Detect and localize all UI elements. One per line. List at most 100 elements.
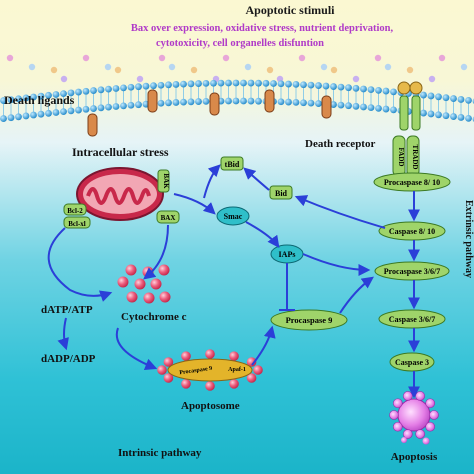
lipid-head: [172, 81, 180, 88]
intracellular-stress-label: Intracellular stress: [72, 145, 169, 159]
lipid-head: [157, 99, 165, 107]
lipid-head: [232, 97, 240, 105]
lipid-head: [195, 98, 202, 105]
lipid-head: [97, 86, 105, 94]
bclxl-protein: Bcl-xl: [63, 216, 91, 229]
lipid-head: [37, 92, 45, 100]
svg-text:Caspase 8/ 10: Caspase 8/ 10: [389, 227, 435, 236]
intrinsic-pathway-label: Intrinsic pathway: [118, 447, 202, 459]
lipid-head: [172, 99, 180, 106]
ligand-dot: [222, 54, 230, 62]
apoptotic-cell: [389, 391, 439, 445]
lipid-head: [457, 96, 465, 103]
lipid-head: [142, 82, 150, 90]
lipid-head: [180, 80, 187, 88]
ligand-dot: [374, 54, 382, 62]
lipid-head: [90, 105, 97, 112]
apoptosome-ball: [157, 365, 167, 375]
apoptosome-ball: [246, 373, 257, 383]
ligand-dot: [244, 63, 252, 71]
fadd-label: FADD: [397, 148, 405, 167]
apoptotic-bleb: [425, 398, 435, 409]
lipid-head: [75, 106, 82, 114]
svg-text:Bcl-2: Bcl-2: [67, 207, 83, 215]
lipid-head: [37, 110, 45, 118]
ligand-dot: [28, 63, 36, 71]
lipid-head: [75, 88, 82, 96]
lipid-head: [240, 97, 247, 105]
lipid-head: [442, 94, 450, 102]
ligand-dot: [352, 75, 360, 83]
lipid-head: [300, 99, 307, 107]
lipid-head: [187, 98, 195, 106]
apoptosome-ball: [181, 379, 191, 389]
apoptosome-ball: [205, 349, 215, 359]
lipid-head: [390, 106, 397, 114]
lipid-head: [52, 91, 60, 98]
lipid-head: [247, 79, 255, 87]
lipid-head: [15, 113, 22, 121]
lipid-head: [240, 79, 247, 87]
lipid-head: [165, 99, 172, 107]
lipid-head: [67, 89, 75, 97]
caspase3-node: Caspase 3: [389, 352, 435, 372]
lipid-head: [352, 102, 360, 110]
lipid-head: [352, 84, 360, 92]
procaspase810-node: Procaspase 8/ 10: [373, 172, 451, 192]
cytochrome-c-ball: [143, 292, 155, 304]
apoptotic-bleb: [415, 391, 425, 401]
stimuli-list-line2: cytotoxicity, cell organelles disfuntion: [156, 38, 324, 49]
bax-protein: BAX: [156, 210, 180, 224]
pathway-arrows: [47, 164, 420, 399]
lipid-head: [307, 99, 315, 107]
apoptosome-ball: [163, 373, 174, 383]
lipid-head: [277, 80, 285, 88]
lipid-head: [90, 87, 97, 94]
lipid-head: [315, 100, 322, 107]
lipid-head: [22, 112, 30, 120]
lipid-head: [180, 98, 187, 106]
ligand-dot: [168, 63, 176, 71]
procaspase367-node: Procaspase 3/6/7: [374, 261, 450, 281]
lipid-head: [105, 103, 112, 111]
lipid-head: [300, 81, 307, 89]
lipid-head: [367, 104, 375, 112]
lipid-head: [60, 90, 67, 98]
ligand-dot: [136, 75, 144, 83]
cytochrome-c-ball: [150, 278, 162, 290]
iaps-node: IAPs: [270, 244, 304, 264]
lipid-head: [247, 97, 255, 105]
svg-text:tBid: tBid: [225, 160, 240, 169]
apoptotic-body: [401, 437, 407, 443]
lipid-head: [82, 87, 90, 95]
lipid-head: [187, 80, 195, 88]
cytochrome-c-label: Cytochrome c: [121, 311, 187, 323]
apoptotic-stimuli-title: Apoptotic stimuli: [245, 3, 335, 17]
lipid-head: [382, 105, 390, 113]
lipid-head: [195, 80, 202, 87]
cell-membrane: [0, 79, 474, 122]
bid-node: Bid: [269, 185, 293, 200]
apoptotic-bleb: [403, 391, 413, 401]
tradd-label: TRADD: [411, 145, 419, 170]
ligand-dot: [320, 63, 328, 71]
apoptotic-bleb: [389, 410, 399, 420]
tbid-node: tBid: [220, 156, 244, 171]
lipid-head: [30, 93, 37, 101]
apoptotic-bleb: [425, 421, 435, 432]
ligand-dot: [428, 75, 436, 83]
lipid-head: [0, 115, 7, 122]
lipid-head: [225, 97, 232, 105]
lipid-head: [97, 104, 105, 112]
lipid-head: [217, 79, 225, 87]
lipid-head: [465, 114, 472, 122]
lipid-head: [292, 80, 300, 88]
lipid-head: [135, 83, 142, 91]
apoptotic-bleb: [415, 429, 425, 439]
svg-text:Caspase 3: Caspase 3: [395, 358, 429, 367]
apoptosome-ball: [246, 357, 257, 367]
apoptotic-body: [422, 437, 430, 445]
lipid-head: [232, 79, 240, 87]
lipid-head: [427, 110, 435, 118]
lipid-head: [255, 97, 262, 105]
